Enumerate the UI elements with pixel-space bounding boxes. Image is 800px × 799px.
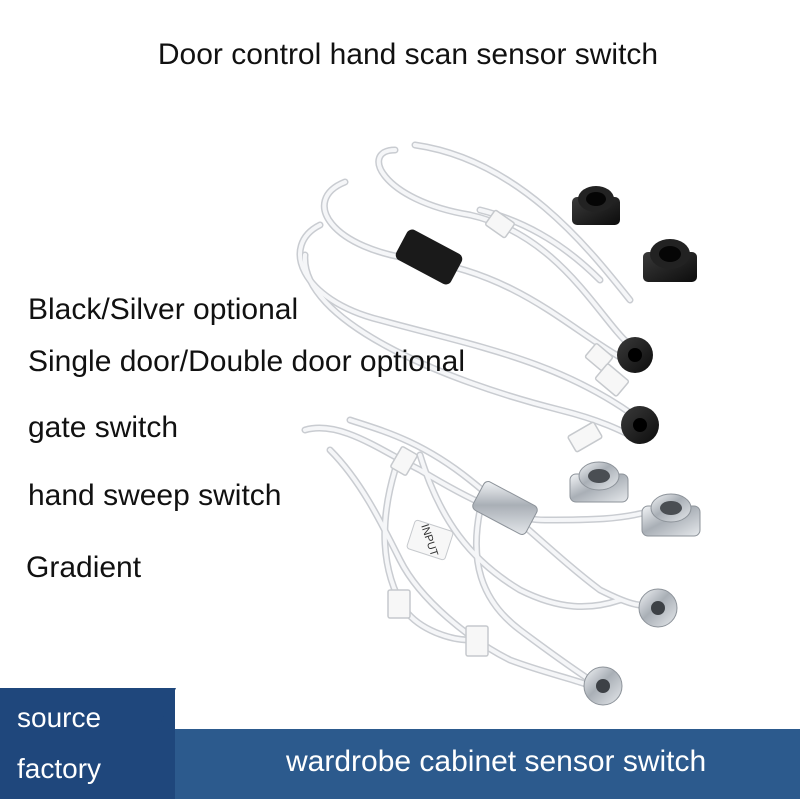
feature-color-options: Black/Silver optional bbox=[28, 293, 299, 326]
silver-inline-module bbox=[472, 481, 538, 535]
footer-caption: wardrobe cabinet sensor switch bbox=[286, 745, 707, 778]
feature-door-options: Single door/Double door optional bbox=[28, 345, 465, 378]
source-factory-badge bbox=[0, 688, 175, 799]
silver-sensor-parts bbox=[569, 461, 701, 706]
factory-label: factory bbox=[17, 753, 102, 784]
black-inline-module bbox=[395, 229, 463, 285]
feature-hand-sweep: hand sweep switch bbox=[28, 479, 282, 512]
source-label: source bbox=[17, 702, 102, 733]
black-sensor-parts bbox=[572, 186, 697, 444]
page-title: Door control hand scan sensor switch bbox=[157, 38, 659, 71]
feature-gate-switch: gate switch bbox=[28, 411, 179, 444]
input-label-tag: INPUT bbox=[406, 519, 454, 561]
upper-connectors bbox=[485, 209, 630, 453]
feature-gradient: Gradient bbox=[26, 551, 142, 584]
source-badge-notch bbox=[158, 688, 176, 729]
lower-connectors bbox=[387, 446, 489, 657]
